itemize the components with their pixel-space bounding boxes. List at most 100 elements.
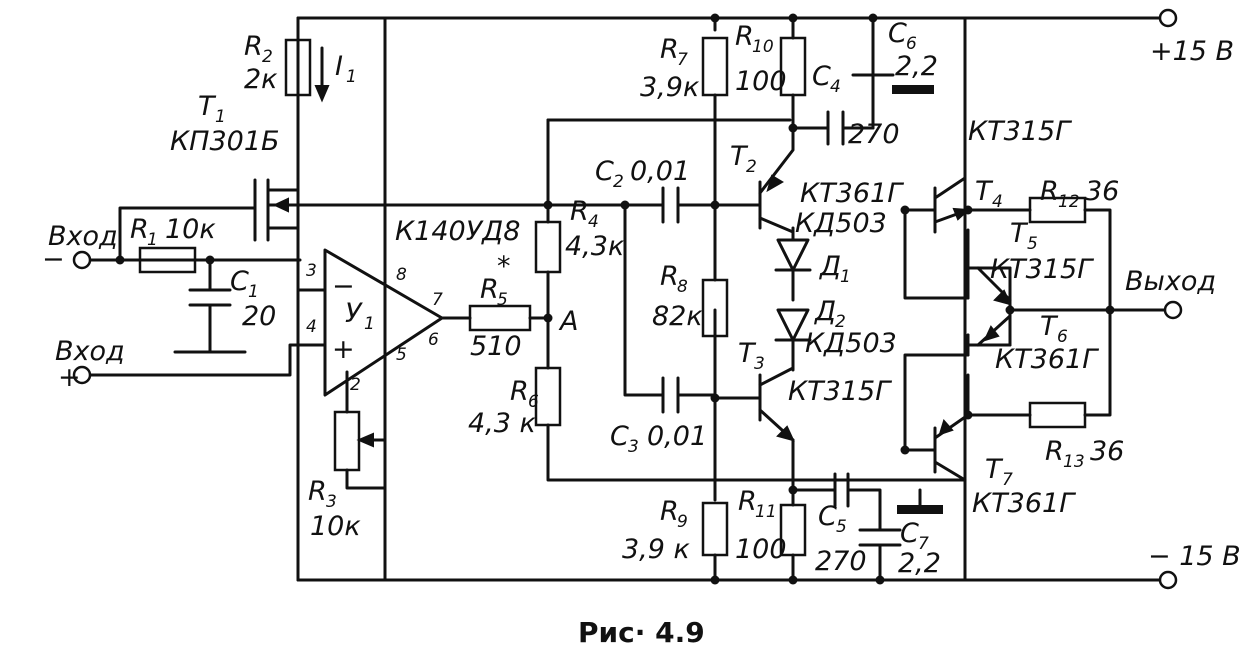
terminal-input-pos[interactable] — [72, 365, 92, 385]
terminals — [72, 8, 1183, 590]
diode-d2 — [774, 308, 812, 342]
terminal-neg-supply[interactable] — [1158, 570, 1178, 590]
label-c3-value: 0,01 — [647, 421, 707, 452]
label-t4-type: КТ315Г — [968, 116, 1072, 147]
label-t5-type: КТ315Г — [990, 254, 1094, 285]
label-t4-sub: 4 — [992, 192, 1003, 212]
label-t5-ref: T — [1010, 218, 1029, 249]
label-r5-ref: R — [480, 274, 499, 305]
label-c3-ref: C — [610, 421, 629, 452]
label-r2-value: 2к — [244, 64, 278, 95]
label-c2-sub: 2 — [613, 172, 624, 192]
label-c7-ref: C — [900, 518, 919, 549]
label-t6-ref: T — [1040, 311, 1059, 342]
potentiometer-r3 — [333, 393, 387, 490]
label-r6-ref: R — [510, 376, 529, 407]
label-d2-ref: Д — [814, 296, 836, 327]
label-d2-sub: 2 — [835, 312, 846, 332]
label-i1-ref: I — [335, 51, 343, 82]
label-c2-ref: C — [595, 156, 614, 187]
terminal-output[interactable] — [1163, 300, 1183, 320]
label-neg-supply: − 15 В — [1148, 541, 1241, 572]
resistor-r12 — [1028, 196, 1087, 224]
figure-caption: Рис· 4.9 — [578, 616, 705, 649]
capacitor-c6 — [851, 73, 934, 95]
resistor-r9 — [701, 501, 729, 557]
label-pin8: 8 — [396, 265, 407, 285]
label-t1-type: КП301Б — [170, 126, 280, 157]
transistor-t2 — [758, 138, 795, 234]
label-c5-ref: C — [818, 501, 837, 532]
label-r9-ref: R — [660, 496, 679, 527]
label-r8-value: 82к — [652, 301, 703, 332]
current-arrow-i1 — [314, 46, 330, 103]
label-r5-sub: 5 — [497, 290, 508, 310]
label-r8-sub: 8 — [677, 277, 688, 297]
label-pin7: 7 — [432, 290, 443, 310]
resistor-r8 — [701, 278, 729, 338]
terminal-input-neg[interactable] — [72, 250, 92, 270]
label-r8-ref: R — [660, 261, 679, 292]
resistor-r4 — [534, 220, 562, 274]
label-t3-sub: 3 — [754, 354, 765, 374]
resistor-r2 — [284, 38, 312, 97]
label-t3-type: КТ315Г — [788, 376, 892, 407]
label-r4-sub: 4 — [588, 212, 599, 232]
label-c4-sub: 4 — [830, 77, 841, 97]
label-r11-sub: 11 — [755, 502, 777, 522]
capacitor-c4 — [826, 110, 845, 146]
label-c5-value: 270 — [815, 546, 867, 577]
resistor-r13 — [1028, 401, 1087, 429]
label-opamp-ref: У — [345, 298, 363, 329]
label-r11-ref: R — [738, 486, 757, 517]
label-r3-ref: R — [308, 476, 327, 507]
resistor-r5 — [468, 304, 532, 332]
label-d2-type: КД503 — [805, 328, 897, 359]
label-c3-sub: 3 — [628, 437, 639, 457]
terminal-pos-supply[interactable] — [1158, 8, 1178, 28]
label-r2-ref: R — [244, 31, 263, 62]
transistor-t3 — [758, 366, 795, 442]
label-r5-star: * — [497, 251, 511, 282]
label-pos-supply: +15 В — [1150, 36, 1234, 67]
label-input-neg: Вход — [48, 221, 118, 252]
label-c4-value: 270 — [848, 119, 900, 150]
label-t6-sub: 6 — [1057, 327, 1068, 347]
transistor-t1 — [253, 178, 300, 292]
label-d1-ref: Д — [819, 251, 841, 282]
label-r7-sub: 7 — [677, 50, 688, 70]
transistor-t5 — [966, 248, 1012, 306]
diode-d1 — [774, 238, 812, 272]
label-pin4: 4 — [306, 317, 317, 337]
label-t4-ref: T — [975, 176, 994, 207]
label-r10-sub: 10 — [752, 37, 774, 57]
label-r9-sub: 9 — [677, 512, 688, 532]
label-opamp-sub: 1 — [364, 314, 375, 334]
label-c6-ref: C — [888, 18, 907, 49]
label-c6-value: 2,2 — [895, 51, 938, 82]
label-opamp-type: К140УД8 — [395, 216, 520, 247]
label-output: Выход — [1125, 266, 1216, 297]
label-r12-ref: R — [1040, 176, 1059, 207]
label-c2-value: 0,01 — [630, 156, 690, 187]
label-c7-value: 2,2 — [898, 548, 941, 579]
label-c7-sub: 7 — [918, 534, 929, 554]
label-r12-sub: 12 — [1058, 192, 1080, 212]
capacitor-c3 — [661, 376, 680, 414]
resistor-r11 — [779, 503, 807, 557]
capacitor-c1 — [188, 288, 232, 354]
label-t7-sub: 7 — [1002, 470, 1013, 490]
label-input-pos: Вход — [55, 336, 125, 367]
label-r7-value: 3,9к — [640, 72, 700, 103]
transistor-t6 — [966, 314, 1012, 357]
label-c6-sub: 6 — [906, 34, 917, 54]
label-c1-sub: 1 — [248, 282, 259, 302]
label-input-neg-sign: − — [42, 244, 65, 275]
label-d1-type: КД503 — [795, 208, 887, 239]
label-opamp-plus: + — [332, 334, 355, 365]
label-t5-sub: 5 — [1027, 234, 1038, 254]
label-pin2: 2 — [350, 375, 361, 395]
resistor-r10 — [779, 36, 807, 97]
label-r4-value: 4,3к — [565, 231, 625, 262]
